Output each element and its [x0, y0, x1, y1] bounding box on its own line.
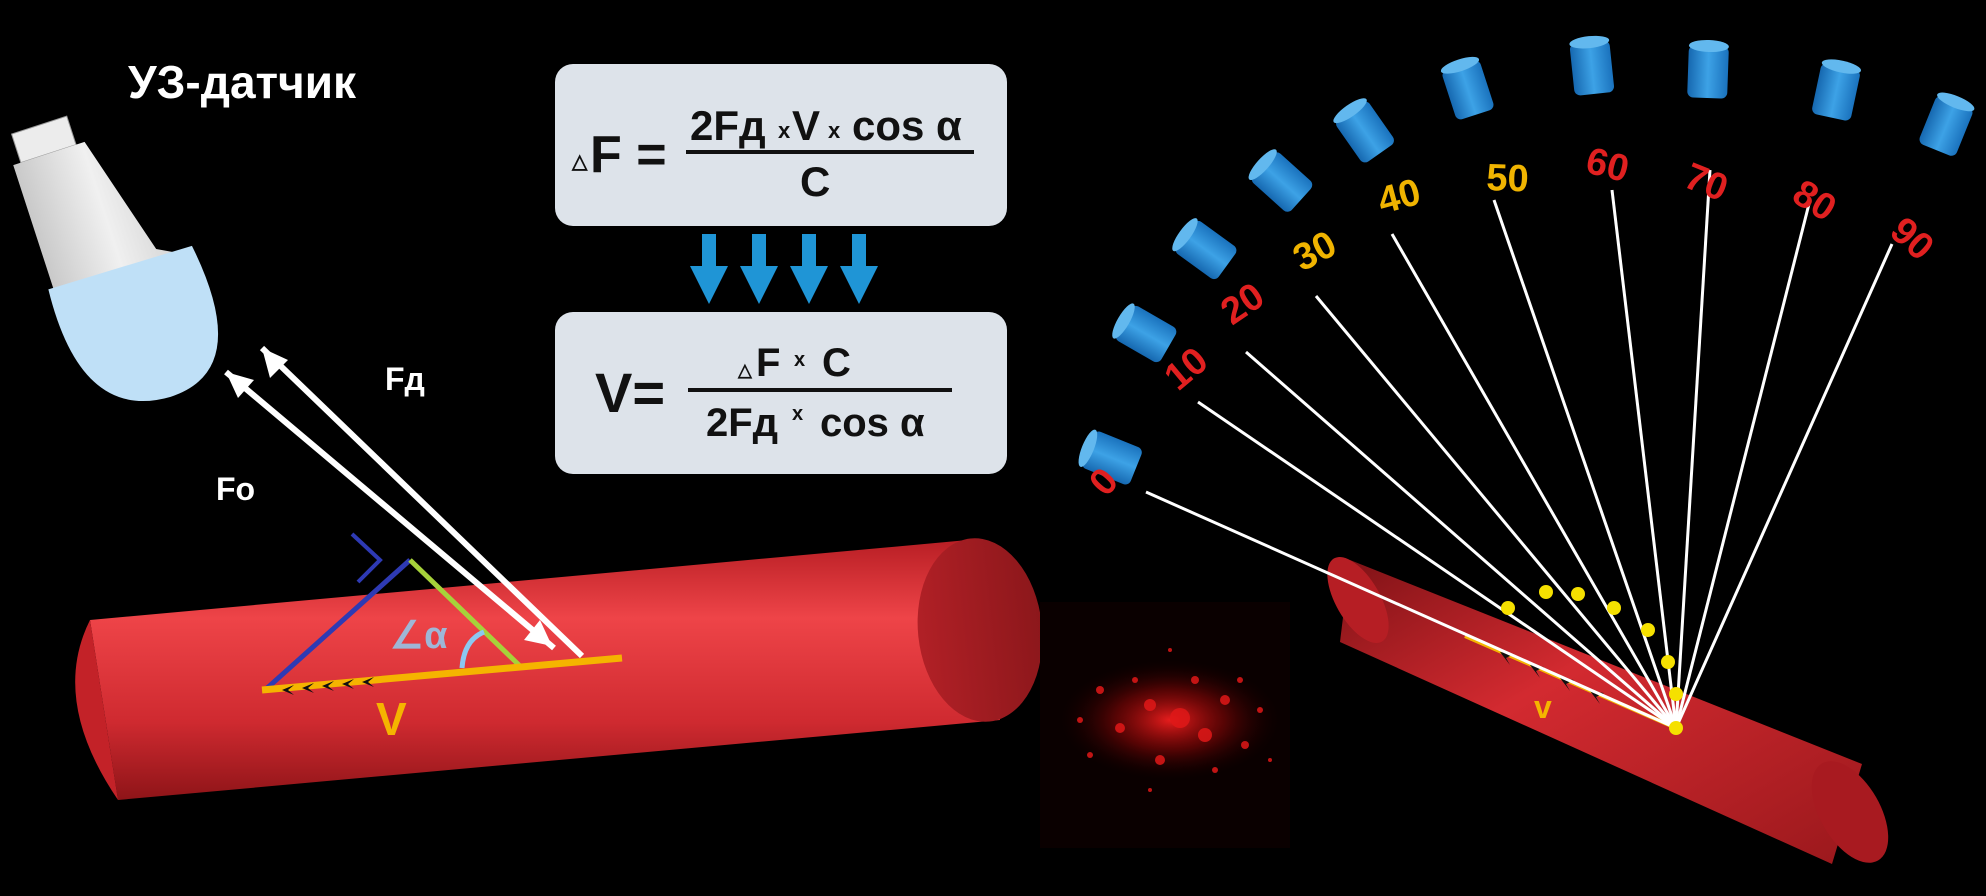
beam-line-40	[1390, 233, 1678, 729]
svg-text:V=: V=	[595, 361, 665, 424]
svg-text:△: △	[571, 151, 588, 173]
left-vessel	[75, 538, 1043, 800]
svg-text:x: x	[778, 118, 791, 143]
beam-line-90	[1674, 243, 1894, 729]
reflection-dot	[1661, 655, 1675, 669]
beam-line-80	[1674, 199, 1812, 729]
svg-text:cos α: cos α	[820, 401, 925, 445]
angle-construction	[261, 532, 623, 695]
reflection-dot	[1539, 585, 1553, 599]
angle-label-40: 40	[1373, 171, 1425, 223]
svg-text:2Fд: 2Fд	[706, 401, 778, 445]
beam-line-60	[1610, 189, 1678, 729]
probe-icon-10	[1112, 303, 1177, 363]
beam-line-0	[1145, 490, 1677, 730]
svg-text:C: C	[800, 158, 830, 205]
svg-text:2Fд: 2Fд	[690, 102, 766, 149]
angle-label-90: 90	[1882, 209, 1942, 269]
beam-line-30	[1314, 295, 1678, 729]
beam-line-10	[1197, 400, 1677, 730]
right-vessel	[1327, 557, 1889, 864]
beam-line-50	[1492, 199, 1678, 729]
angle-label-80: 80	[1785, 172, 1843, 230]
probe-icon-60	[1569, 35, 1615, 96]
blood-cells-image	[1040, 602, 1290, 848]
reflection-dot	[1571, 587, 1585, 601]
reflection-dot	[1669, 721, 1683, 735]
label-v-left: V	[376, 693, 407, 745]
label-fd: Fд	[385, 361, 425, 397]
formula-box-bottom: V= △ F x C 2Fд x cos α	[555, 312, 1007, 474]
svg-text:△: △	[737, 360, 753, 380]
svg-text:x: x	[792, 403, 803, 425]
beam-line-20	[1245, 350, 1677, 730]
probe-icon-20	[1172, 218, 1237, 280]
svg-text:x: x	[828, 118, 841, 143]
probe-icon-0	[1078, 429, 1142, 485]
vessel-end-cap	[917, 538, 1043, 722]
svg-text:C: C	[822, 341, 851, 385]
reflection-dot	[1669, 687, 1683, 701]
angle-label-70: 70	[1679, 155, 1734, 210]
probe-icon-70	[1687, 39, 1729, 99]
wave-arrows	[224, 345, 585, 659]
label-v-right: v	[1534, 689, 1552, 725]
probe-icon-80	[1812, 59, 1862, 121]
formula-box-top: △ F = 2Fд x V x cos α C	[555, 64, 1007, 226]
svg-text:F: F	[756, 341, 780, 385]
svg-text:V: V	[792, 102, 820, 149]
reflection-dot	[1607, 601, 1621, 615]
angle-label-20: 20	[1214, 275, 1273, 333]
label-alpha: ∠α	[390, 615, 447, 657]
reflection-dot	[1641, 623, 1655, 637]
angle-label-30: 30	[1287, 223, 1344, 280]
label-fo: Fо	[216, 471, 255, 507]
right-vessel-cap	[1811, 761, 1889, 863]
probe-icon-30	[1248, 149, 1313, 212]
angle-label-60: 60	[1582, 140, 1633, 191]
svg-text:F =: F =	[590, 126, 667, 184]
ultrasound-probe	[10, 115, 218, 401]
conversion-arrows	[690, 234, 878, 304]
probe-tip	[48, 245, 218, 401]
beam-line-70	[1674, 169, 1712, 729]
probe-icon-90	[1919, 92, 1975, 156]
probe-icon-40	[1333, 98, 1394, 163]
reflection-dot	[1501, 601, 1515, 615]
svg-text:x: x	[794, 349, 805, 371]
probe-icon-50	[1440, 56, 1494, 120]
angle-label-50: 50	[1486, 157, 1530, 200]
svg-text:cos α: cos α	[852, 102, 962, 149]
probe-title: УЗ-датчик	[128, 56, 357, 108]
